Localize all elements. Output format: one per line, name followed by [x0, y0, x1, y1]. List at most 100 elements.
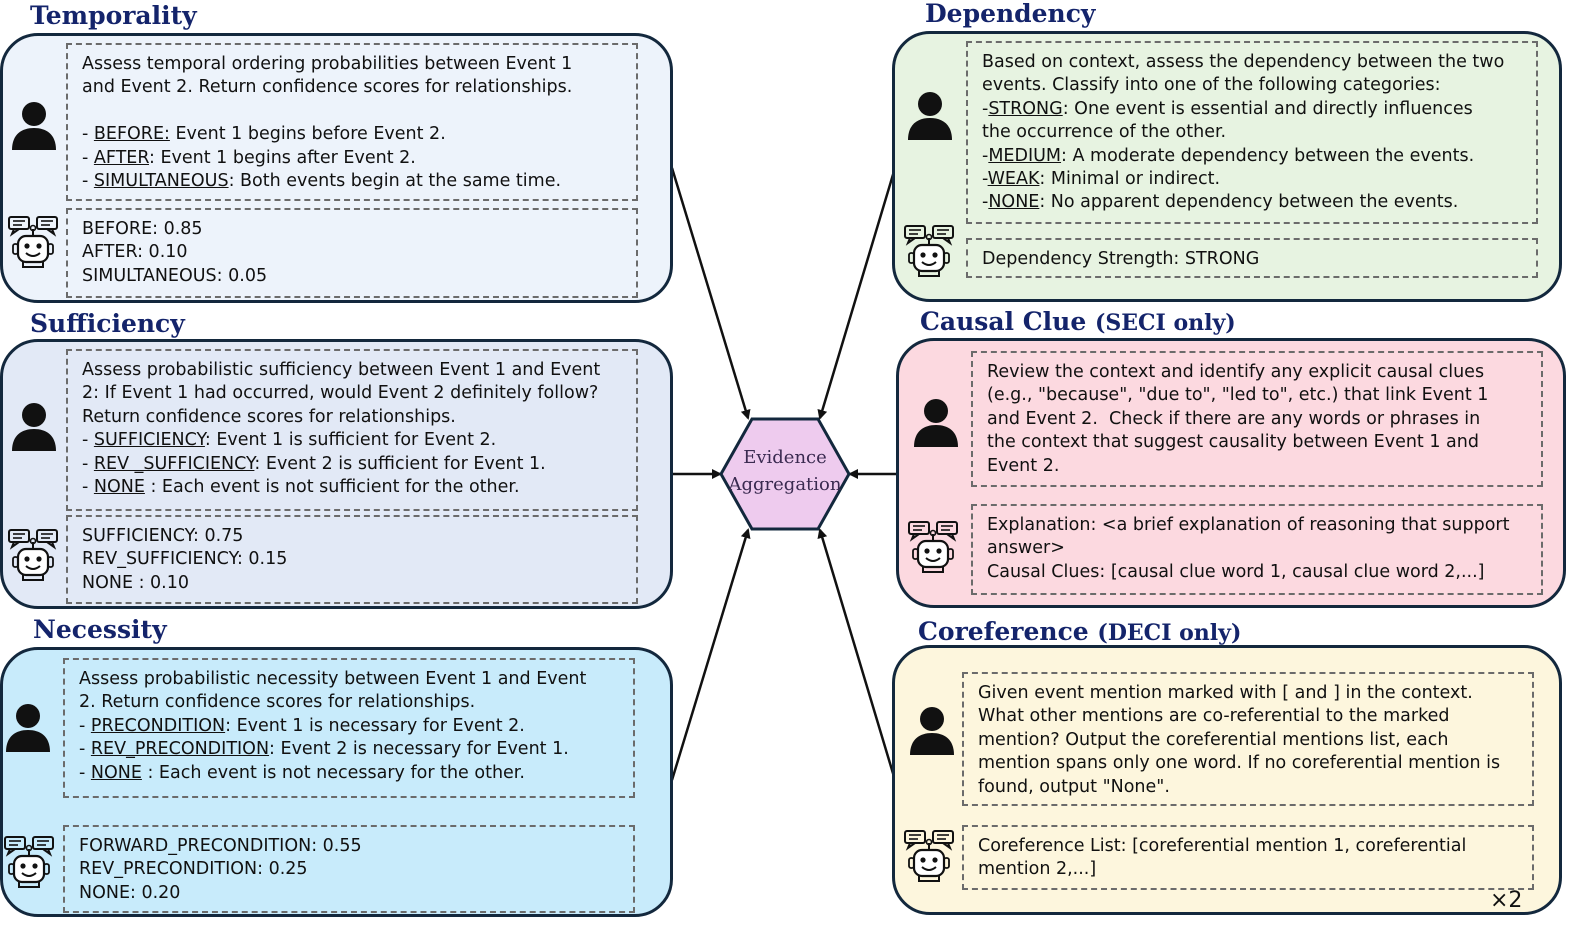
prompt-text: Review the context and identify any expl… — [987, 362, 1485, 382]
prompt-text: and Event 2. Return confidence scores fo… — [82, 77, 573, 98]
prompt-line: Based on context, assess the dependency … — [982, 51, 1522, 74]
response-line: Coreference List: [coreferential mention… — [978, 836, 1467, 856]
prompt-line: mention spans only one word. If no coref… — [978, 752, 1518, 775]
prompt-line: the context that suggest causality betwe… — [987, 431, 1527, 454]
prompt-line: -STRONG: One event is essential and dire… — [982, 98, 1522, 121]
prompt-text: 2. Return confidence scores for relation… — [79, 692, 476, 713]
prompt-line: Event 2. — [987, 455, 1527, 478]
prompt-text: found, output "None". — [978, 776, 1170, 797]
panel-temporality: Assess temporal ordering probabilities b… — [0, 33, 673, 303]
prompt-line: -MEDIUM: A moderate dependency between t… — [982, 145, 1522, 168]
prompt-text: 2: If Event 1 had occurred, would Event … — [82, 383, 599, 404]
label-term: NONE — [90, 762, 142, 783]
prompt-line: - REV_PRECONDITION: Event 2 is necessary… — [79, 738, 619, 761]
response-line: SUFFICIENCY: 0.75 — [82, 526, 244, 546]
prompt-line: - REV _SUFFICIENCY: Event 2 is sufficien… — [82, 453, 622, 476]
prompt-text — [82, 101, 88, 121]
panel-coreference: Given event mention marked with [ and ] … — [892, 645, 1562, 915]
label-term: MEDIUM — [988, 145, 1062, 166]
prompt-text: - — [82, 147, 94, 168]
title-coreference-suffix: (DECI only) — [1097, 620, 1242, 646]
response-box: Dependency Strength: STRONG — [966, 238, 1538, 278]
prompt-text: the occurrence of the other. — [982, 122, 1227, 143]
response-line: answer> — [987, 538, 1065, 559]
prompt-text: : Each event is not sufficient for the o… — [144, 477, 520, 498]
prompt-line: - PRECONDITION: Event 1 is necessary for… — [79, 715, 619, 738]
panel-necessity: Assess probabilistic necessity between E… — [0, 647, 673, 917]
prompt-text: Return confidence scores for relationshi… — [82, 406, 456, 427]
prompt-text: : Event 1 begins after Event 2. — [149, 147, 416, 168]
prompt-text: Assess probabilistic sufficiency between… — [82, 360, 601, 380]
prompt-text: - — [82, 430, 94, 451]
prompt-box: Assess temporal ordering probabilities b… — [66, 43, 638, 201]
label-term: SIMULTANEOUS — [93, 171, 229, 192]
prompt-text: : Event 2 is sufficient for Event 1. — [254, 453, 546, 474]
response-line: REV_PRECONDITION: 0.25 — [79, 859, 308, 880]
label-term: BEFORE: — [93, 124, 170, 145]
prompt-box: Given event mention marked with [ and ] … — [962, 672, 1534, 806]
label-term: AFTER — [93, 147, 149, 168]
prompt-line: 2: If Event 1 had occurred, would Event … — [82, 382, 622, 405]
prompt-text: Event 2. — [987, 455, 1060, 476]
prompt-line: - NONE : Each event is not necessary for… — [79, 762, 619, 785]
prompt-text: mention spans only one word. If no coref… — [978, 753, 1501, 774]
response-line: Explanation: <a brief explanation of rea… — [987, 515, 1510, 535]
arrow-temporality — [670, 167, 751, 420]
response-line: NONE : 0.10 — [82, 572, 189, 593]
prompt-line: - SIMULTANEOUS: Both events begin at the… — [82, 170, 622, 193]
response-line: mention 2,...] — [978, 859, 1097, 880]
arrow-necessity — [670, 528, 751, 781]
prompt-text: Event 1 begins before Event 2. — [169, 124, 446, 145]
prompt-text: - — [982, 98, 989, 119]
evidence-aggregation-hexagon — [719, 417, 851, 531]
prompt-text: : Minimal or indirect. — [1039, 169, 1221, 190]
title-temporality: Temporality — [30, 1, 197, 30]
response-box: Explanation: <a brief explanation of rea… — [971, 504, 1543, 595]
prompt-line: Assess temporal ordering probabilities b… — [82, 53, 622, 76]
prompt-text: : Both events begin at the same time. — [228, 171, 562, 192]
hub-label-line1: Evidence — [743, 447, 827, 468]
response-line: NONE: 0.20 — [79, 882, 181, 903]
prompt-line: mention? Output the coreferential mentio… — [978, 729, 1518, 752]
response-line: SIMULTANEOUS: 0.05 — [82, 265, 268, 286]
prompt-text: : No apparent dependency between the eve… — [1039, 192, 1459, 213]
response-line: FORWARD_PRECONDITION: 0.55 — [79, 836, 362, 856]
arrow-dependency — [817, 167, 897, 420]
prompt-line: (e.g., "because", "due to", "led to", et… — [987, 384, 1527, 407]
prompt-line: Given event mention marked with [ and ] … — [978, 682, 1518, 705]
robot-chat-icon — [4, 836, 54, 888]
label-term: NONE — [93, 477, 145, 498]
prompt-text: - — [79, 715, 91, 736]
prompt-line: and Event 2. Check if there are any word… — [987, 408, 1527, 431]
response-box: Coreference List: [coreferential mention… — [962, 825, 1534, 890]
title-dependency: Dependency — [925, 0, 1096, 28]
prompt-text: (e.g., "because", "due to", "led to", et… — [987, 385, 1489, 406]
prompt-line: What other mentions are co-referential t… — [978, 705, 1518, 728]
prompt-line: Return confidence scores for relationshi… — [82, 406, 622, 429]
prompt-line: -NONE: No apparent dependency between th… — [982, 191, 1522, 214]
label-term: NONE — [988, 192, 1040, 213]
label-term: PRECONDITION — [90, 715, 226, 736]
prompt-text: Assess probabilistic necessity between E… — [79, 669, 587, 689]
prompt-text: - — [982, 192, 989, 213]
prompt-text: Assess temporal ordering probabilities b… — [82, 54, 573, 74]
robot-chat-icon — [904, 830, 954, 882]
prompt-line: Review the context and identify any expl… — [987, 361, 1527, 384]
user-icon — [6, 704, 50, 752]
prompt-line: - SUFFICIENCY: Event 1 is sufficient for… — [82, 429, 622, 452]
label-term: REV_PRECONDITION — [90, 739, 270, 760]
prompt-line — [82, 100, 622, 123]
prompt-text: : One event is essential and directly in… — [1062, 98, 1473, 119]
user-icon — [910, 707, 954, 755]
prompt-text: Given event mention marked with [ and ] … — [978, 683, 1473, 703]
prompt-line: -WEAK: Minimal or indirect. — [982, 168, 1522, 191]
prompt-text: : Each event is not necessary for the ot… — [141, 762, 525, 783]
robot-chat-icon — [908, 521, 958, 573]
response-line: Causal Clues: [causal clue word 1, causa… — [987, 561, 1485, 582]
prompt-text: mention? Output the coreferential mentio… — [978, 729, 1449, 750]
prompt-text: : Event 1 is sufficient for Event 2. — [204, 430, 497, 451]
